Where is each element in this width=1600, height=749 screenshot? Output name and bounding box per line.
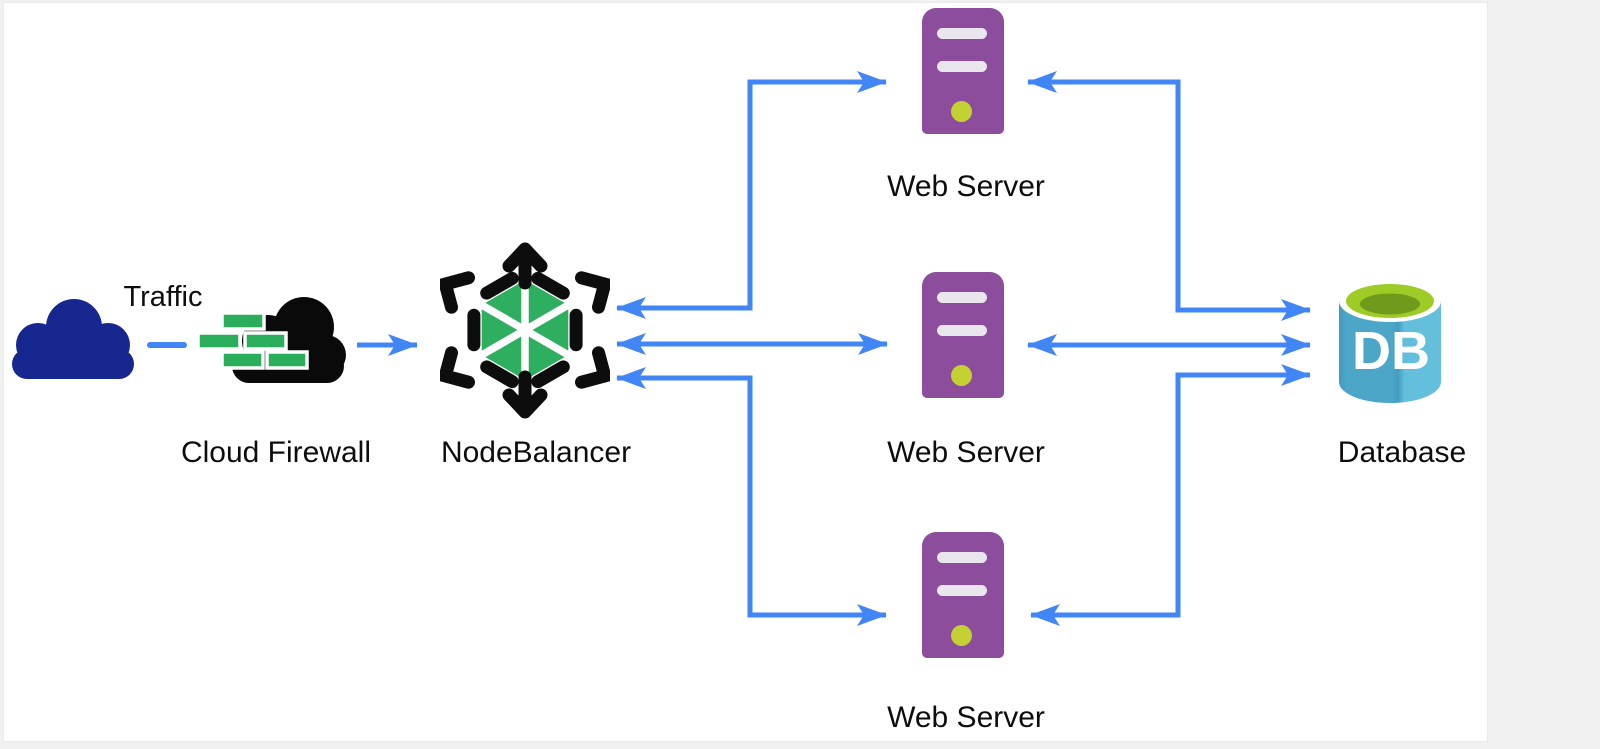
web-server-icon-middle bbox=[922, 272, 1004, 398]
traffic-label: Traffic bbox=[123, 281, 203, 313]
web-server-middle-label: Web Server bbox=[887, 436, 1045, 469]
web-server-icon-top bbox=[922, 8, 1004, 134]
cloud-firewall-icon bbox=[196, 297, 346, 383]
edge-webserver-bottom-database bbox=[1030, 364, 1311, 626]
server-slot bbox=[937, 585, 987, 596]
server-slot bbox=[937, 292, 987, 303]
server-led bbox=[951, 101, 972, 122]
database-label: Database bbox=[1337, 436, 1467, 469]
server-slot bbox=[937, 325, 987, 336]
firewall-brick bbox=[196, 331, 242, 351]
database-badge: DB bbox=[1352, 321, 1430, 381]
database-top-inner bbox=[1360, 293, 1420, 315]
nodebalancer-label: NodeBalancer bbox=[440, 436, 632, 469]
web-server-bottom-label: Web Server bbox=[887, 701, 1045, 734]
server-slot bbox=[937, 61, 987, 72]
firewall-brick bbox=[220, 350, 265, 370]
firewall-brick bbox=[243, 331, 288, 351]
firewall-brick bbox=[265, 350, 309, 370]
nodebalancer-icon bbox=[440, 242, 610, 419]
cloud-firewall-label: Cloud Firewall bbox=[180, 436, 372, 469]
server-slot bbox=[937, 28, 987, 39]
server-led bbox=[951, 365, 972, 386]
edge-nodebalancer-webserver-bottom bbox=[616, 367, 887, 626]
server-slot bbox=[937, 552, 987, 563]
database-body bbox=[1339, 301, 1441, 403]
web-server-top-label: Web Server bbox=[887, 170, 1045, 203]
database-icon: DB bbox=[1339, 280, 1441, 403]
edge-webserver-top-database bbox=[1027, 71, 1311, 321]
server-led bbox=[951, 625, 972, 646]
firewall-brick bbox=[220, 311, 266, 331]
web-server-icon-bottom bbox=[922, 532, 1004, 658]
edge-nodebalancer-webserver-top bbox=[616, 71, 887, 319]
traffic-cloud-icon bbox=[12, 299, 134, 379]
